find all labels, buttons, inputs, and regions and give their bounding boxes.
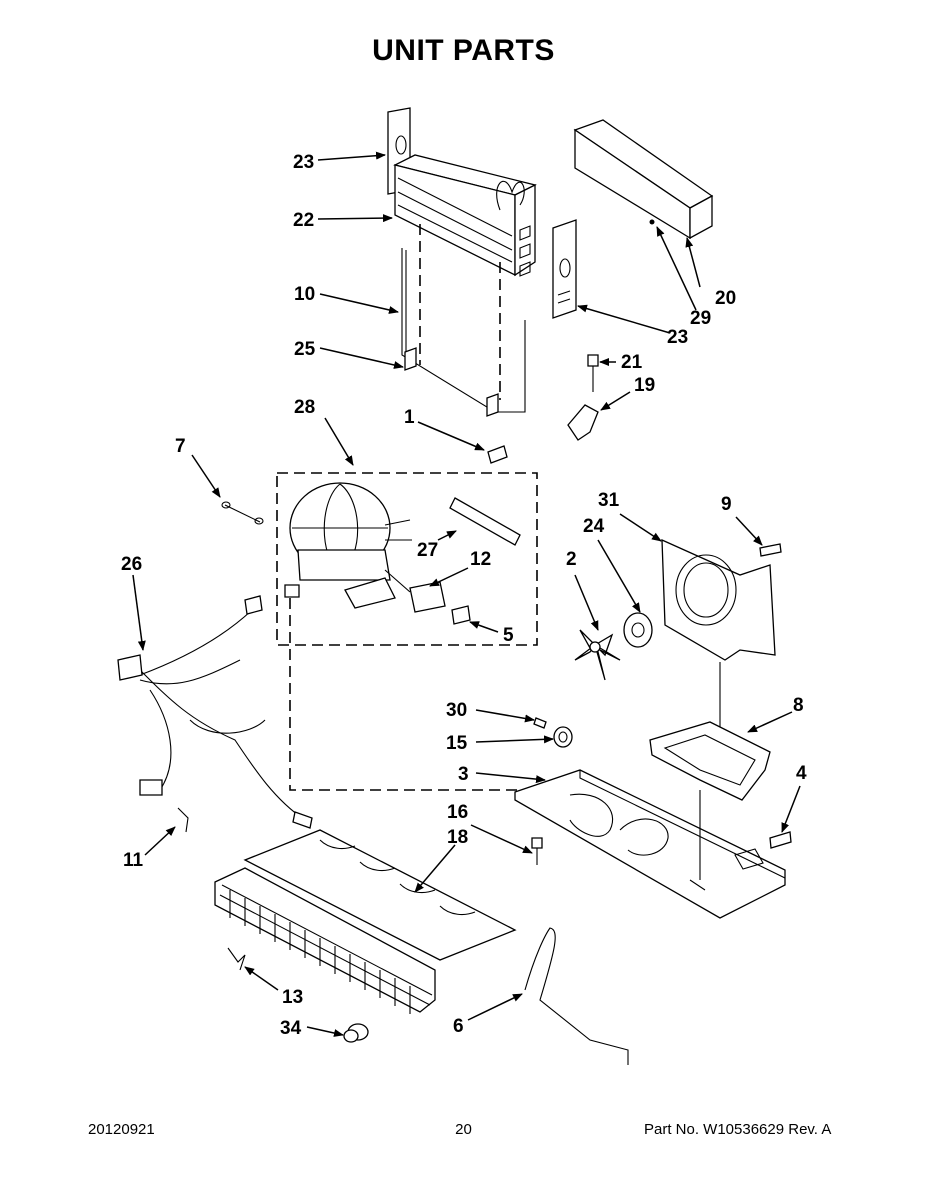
callout-27: 27 (417, 540, 438, 561)
callout-23-upper: 23 (293, 152, 314, 173)
compressor-part (284, 482, 412, 609)
callout-13: 13 (282, 987, 303, 1008)
callout-21: 21 (621, 352, 643, 373)
fan-blade-part (574, 629, 621, 681)
callout-3: 3 (458, 764, 469, 785)
callout-19: 19 (634, 375, 655, 396)
callout-6: 6 (453, 1016, 464, 1037)
ground-wire-part (221, 501, 264, 525)
compressor-kit-box (276, 472, 538, 646)
page-title: UNIT PARTS (372, 34, 555, 67)
mounting-screw-part (487, 445, 508, 464)
fan-shroud-part (661, 538, 776, 661)
callout-12: 12 (470, 549, 491, 570)
callout-9: 9 (721, 494, 732, 515)
callout-26: 26 (121, 554, 142, 575)
assembly-line-lower (289, 598, 520, 791)
defrost-heater-part (401, 248, 526, 417)
footer-part-number: Part No. W10536629 Rev. A (644, 1121, 832, 1138)
callout-10: 10 (294, 284, 315, 305)
callout-24: 24 (583, 516, 605, 537)
condenser-part (214, 829, 517, 1014)
assembly-line-upper (419, 224, 501, 400)
evaporator-bracket-part (552, 219, 577, 319)
callout-20: 20 (715, 288, 736, 309)
cap-part (343, 1023, 369, 1043)
callout-7: 7 (175, 436, 186, 457)
callout-23-lower: 23 (667, 327, 688, 348)
callout-28: 28 (294, 397, 315, 418)
callout-leaders (132, 151, 801, 1037)
rear-screw-part (769, 831, 792, 849)
drain-plug-part (533, 717, 547, 729)
evaporator-cover-part (573, 119, 714, 240)
callout-15: 15 (446, 733, 468, 754)
drier-part (449, 497, 521, 546)
callout-29: 29 (690, 308, 711, 329)
callout-30: 30 (446, 700, 467, 721)
callout-8: 8 (793, 695, 804, 716)
fan-bracket-part (649, 721, 771, 801)
callout-2: 2 (566, 549, 577, 570)
footer-page-number: 20 (455, 1121, 472, 1138)
relay-part (384, 569, 471, 625)
base-screw-part (531, 837, 543, 865)
wire-clip-part (177, 807, 189, 833)
fan-screw-part (759, 543, 782, 557)
evaporator-part (387, 107, 537, 277)
callout-1: 1 (404, 407, 415, 428)
callout-11: 11 (123, 850, 144, 871)
condenser-tube-part (524, 927, 629, 1065)
callout-22: 22 (293, 210, 314, 231)
footer-date: 20120921 (88, 1121, 155, 1138)
callout-4: 4 (796, 763, 807, 784)
base-plate-part (514, 769, 786, 919)
drain-grommet-part (553, 726, 573, 748)
thermistor-bracket-part (567, 404, 599, 441)
callout-5: 5 (503, 625, 514, 646)
wire-harness-part (117, 595, 313, 829)
callout-34: 34 (280, 1018, 302, 1039)
fan-motor-part (623, 612, 653, 648)
callout-25: 25 (294, 339, 316, 360)
callout-16: 16 (447, 802, 468, 823)
screw-part (587, 354, 599, 392)
callout-31: 31 (598, 490, 620, 511)
callout-18: 18 (447, 827, 468, 848)
condenser-clip-part (227, 947, 246, 971)
